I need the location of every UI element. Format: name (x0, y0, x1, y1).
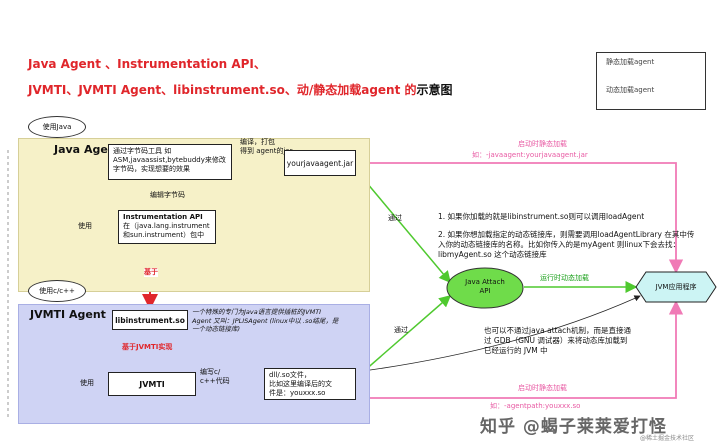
note-3: 也可以不通过java attach机制，而是直接通过 GDB（GNU 调试器）来… (484, 326, 632, 355)
static-top-label: 启动时静态加载 (518, 140, 567, 148)
libinstrument-desc: 一个特殊的专门为Java语言提供插桩的JVMTI Agent 又叫：JPLISA… (192, 308, 339, 333)
title-line2: JVMTI、JVMTI Agent、libinstrument.so、动/静态加… (28, 82, 453, 98)
arrow-static-top (356, 162, 684, 274)
title-line2-prefix: JVMTI、JVMTI Agent、libinstrument.so、动/静态加… (28, 83, 417, 97)
static-bottom-cmd: 如：-agentpath:youxxx.so (490, 402, 581, 410)
legend-static-label: 静态加载agent (606, 58, 655, 66)
legend-dynamic-label: 动态加载agent (606, 86, 655, 94)
bytecode-tools-box: 通过字节码工具 如ASM,javaassist,bytebuddy来修改字节码，… (108, 144, 232, 180)
based-on-label: 基于 (144, 268, 158, 277)
static-top-cmd: 如：-javaagent:yourjavaagent.jar (472, 151, 588, 159)
attach-shape (446, 267, 524, 309)
jvmti-box: JVMTI (108, 372, 196, 396)
note-1: 1. 如果你加载的就是libinstrument.so则可以调用loadAgen… (438, 212, 645, 221)
runtime-load-label: 运行时动态加载 (540, 274, 589, 282)
jvm-label: JVM应用程序 (655, 283, 697, 291)
arrow-static-bottom (356, 300, 684, 399)
corner-credit: @稀土掘金技术社区 (640, 435, 695, 442)
instrumentation-title: Instrumentation API (123, 213, 203, 221)
via-label-2: 通过 (394, 326, 408, 334)
java-agent-label: Java Agent (54, 143, 121, 156)
edit-bytecode-label: 编辑字节码 (150, 191, 185, 199)
arrow-jar-to-attach (355, 169, 451, 284)
title-line2-suffix: 示意图 (416, 83, 453, 97)
bubble-use-cpp: 使用c/c++ (28, 280, 86, 302)
compile-label: 编译，打包 得到 agent的jar (240, 138, 293, 155)
arrow-dll-to-attach (355, 295, 452, 379)
jvmti-agent-panel (18, 304, 370, 424)
write-code-label: 编写c/ c++代码 (200, 368, 230, 385)
attach-label: Java Attach API (465, 278, 505, 295)
bubble-use-java: 使用Java (28, 116, 86, 138)
jar-box: yourjavaagent.jar (284, 150, 356, 176)
use-java-label: 使用 (78, 222, 92, 230)
arrow-gdb (355, 295, 641, 373)
note-2: 2. 如果你想加载指定的动态链接库，则需要调用loadAgentLibrary … (438, 230, 695, 259)
jvm-shape (635, 271, 717, 303)
via-label-1: 通过 (388, 214, 402, 222)
jvmti-agent-label: JVMTI Agent (30, 308, 106, 321)
watermark: 知乎 @蝎子莱莱爱打怪 (480, 417, 667, 437)
libinstrument-box: libinstrument.so (112, 310, 188, 330)
legend-box (596, 52, 706, 110)
based-jvmti-label: 基于JVMTI实现 (122, 343, 173, 352)
static-bottom-label: 启动时静态加载 (518, 384, 567, 392)
dll-box: dll/.so文件， 比如这里编译后的文 件是：youxxx.so (264, 368, 356, 400)
instrumentation-desc: 在（java.lang.instrument和sun.instrument）包中 (123, 222, 210, 239)
use-cpp-label: 使用 (80, 379, 94, 387)
title-line1: Java Agent 、Instrumentation API、 (28, 57, 266, 71)
instrumentation-box: Instrumentation API 在（java.lang.instrume… (118, 210, 216, 244)
